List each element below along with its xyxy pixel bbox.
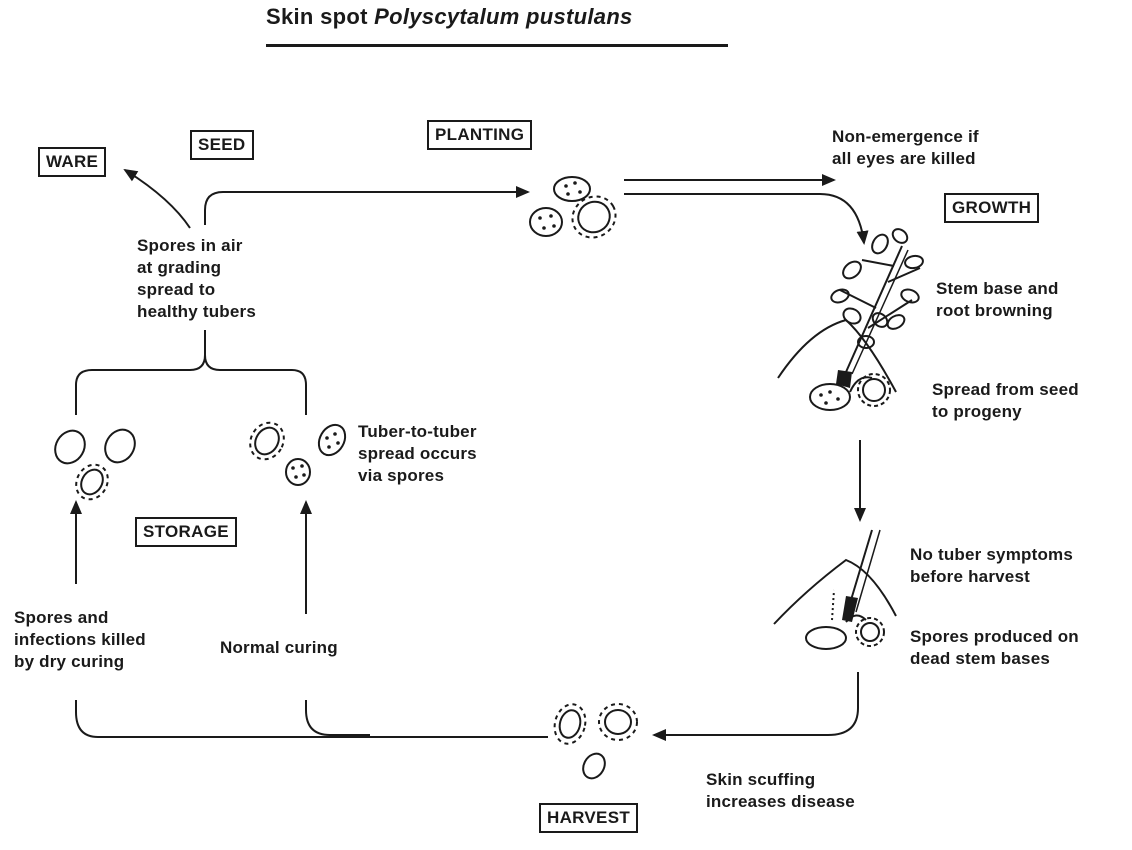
note-normal-curing: Normal curing [220, 637, 338, 659]
stage-planting: PLANTING [427, 120, 532, 150]
note-non-emergence: Non-emergence if all eyes are killed [832, 126, 979, 170]
arrow-seed-to-planting [205, 192, 528, 225]
arrow-to-ware [125, 170, 190, 228]
loop-normal-curing [306, 700, 370, 735]
note-spores-in-air: Spores in air at grading spread to healt… [137, 235, 256, 323]
note-dry-curing: Spores and infections killed by dry curi… [14, 607, 146, 673]
stage-growth: GROWTH [944, 193, 1039, 223]
stage-seed: SEED [190, 130, 254, 160]
stage-ware: WARE [38, 147, 106, 177]
preharvest-plant [774, 530, 896, 649]
note-spores-produced: Spores produced on dead stem bases [910, 626, 1079, 670]
note-spread-seed: Spread from seed to progeny [932, 379, 1079, 423]
storage-normal-tubers [244, 417, 351, 485]
planting-tubers [530, 177, 623, 245]
harvest-tubers [550, 701, 637, 782]
arrow-planting-to-growth [624, 194, 864, 243]
storage-dry-tubers [49, 424, 140, 505]
stage-storage: STORAGE [135, 517, 237, 547]
stage-harvest: HARVEST [539, 803, 638, 833]
note-stem-base: Stem base and root browning [936, 278, 1059, 322]
growth-plant [778, 226, 924, 410]
note-skin-scuffing: Skin scuffing increases disease [706, 769, 855, 813]
note-tuber-to-tuber: Tuber-to-tuber spread occurs via spores [358, 421, 477, 487]
storage-bracket [76, 330, 306, 415]
note-no-symptoms: No tuber symptoms before harvest [910, 544, 1073, 588]
arrow-preharvest-to-harvest [654, 672, 858, 735]
loop-dry-curing [76, 700, 548, 737]
